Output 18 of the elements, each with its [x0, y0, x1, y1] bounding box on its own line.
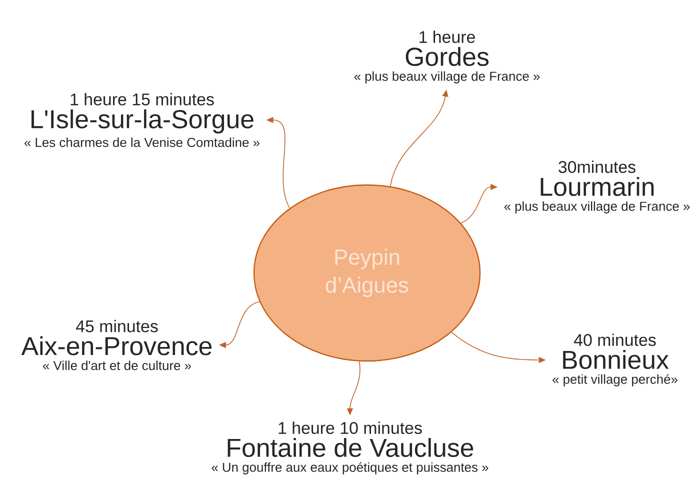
duration-text: 1 heure 10 minutes — [278, 422, 422, 434]
city-subtitle: « plus beaux village de France » — [504, 201, 690, 214]
city-name: L'Isle-sur-la-Sorgue — [32, 109, 254, 134]
city-name: Lourmarin — [540, 177, 654, 196]
city-subtitle: « Un gouffre aux eaux poétiques et puissantes » — [212, 462, 488, 474]
city-name: Aix-en-Provence — [21, 336, 212, 356]
city-name: Gordes — [406, 47, 489, 66]
city-name: Bonnieux — [563, 350, 669, 370]
city-subtitle: « Les charmes de la Venise Comtadine » — [24, 138, 260, 148]
city-subtitle: « Ville d'art et de culture » — [42, 360, 191, 370]
duration-text: 45 minutes — [76, 320, 158, 332]
duration-text: 30minutes — [558, 160, 636, 174]
duration-text: 1 heure — [420, 30, 475, 44]
duration-text: 1 heure 15 minutes — [70, 92, 214, 106]
city-subtitle: « petit village perché» — [552, 374, 678, 386]
city-name: Fontaine de Vaucluse — [228, 438, 474, 458]
city-subtitle: « plus beaux village de France » — [354, 71, 540, 84]
duration-text: 40 minutes — [574, 334, 656, 346]
